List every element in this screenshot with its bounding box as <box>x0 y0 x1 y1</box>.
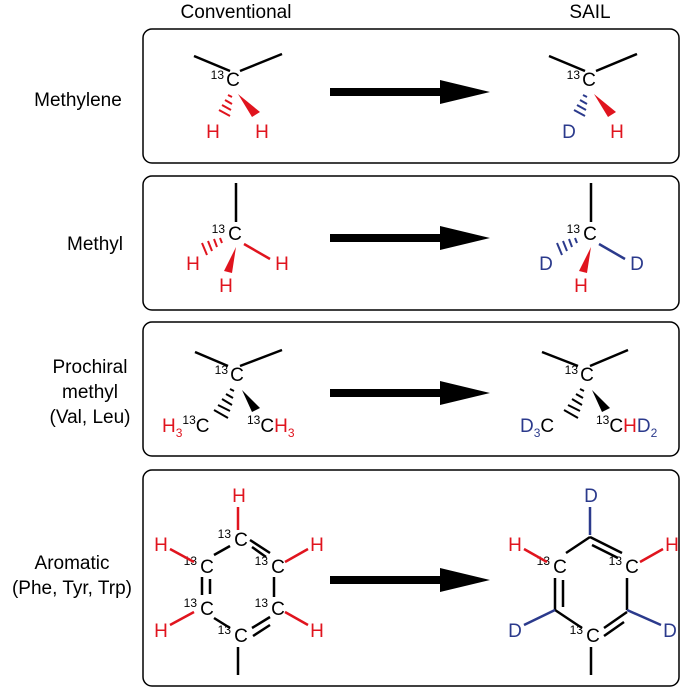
box-methyl <box>142 175 680 311</box>
box-methylene <box>142 28 680 164</box>
right-arrow-icon <box>330 80 490 104</box>
svg-text:13: 13 <box>609 554 623 568</box>
hydrogen-label: H <box>206 122 220 143</box>
methyl-group-label: 13CHD2 <box>596 413 658 440</box>
row-label-methyl: Methyl <box>67 234 123 255</box>
svg-text:D: D <box>663 621 677 642</box>
right-arrow-icon <box>330 226 490 250</box>
svg-text:C: C <box>271 557 285 578</box>
svg-text:C: C <box>586 626 600 647</box>
svg-text:13: 13 <box>218 527 232 541</box>
svg-text:D: D <box>630 254 644 275</box>
header-sail: SAIL <box>569 2 610 23</box>
svg-text:C: C <box>234 626 248 647</box>
row-label-methyl-2: methyl <box>62 382 118 403</box>
svg-text:H: H <box>508 535 522 556</box>
iso-label: 13 <box>211 68 225 82</box>
svg-text:C: C <box>553 557 567 578</box>
methylene-sail: 13 C D H <box>548 52 638 143</box>
svg-text:H: H <box>310 535 324 556</box>
svg-text:13: 13 <box>255 596 269 610</box>
prochiral-sail: 13 C D3C 13CHD2 <box>520 348 658 440</box>
svg-text:D: D <box>584 486 598 507</box>
aromatic-sail: D 13 C 13 C 13 C H H D D <box>508 486 679 675</box>
methylene-conventional: 13 C H H <box>193 52 283 143</box>
row-label-phe-tyr-trp: (Phe, Tyr, Trp) <box>12 578 132 599</box>
prochiral-conventional: 13 C H313C 13CH3 <box>162 348 295 440</box>
svg-text:C: C <box>580 365 594 386</box>
svg-text:H: H <box>154 535 168 556</box>
box-prochiral <box>142 321 680 457</box>
svg-text:13: 13 <box>215 363 229 377</box>
svg-text:C: C <box>200 599 214 620</box>
svg-text:C: C <box>271 599 285 620</box>
svg-text:C: C <box>228 224 242 245</box>
row-label-methylene: Methylene <box>34 90 122 111</box>
row-label-aromatic: Aromatic <box>35 553 110 574</box>
svg-text:H: H <box>574 276 588 297</box>
svg-text:13: 13 <box>567 68 581 82</box>
svg-text:D: D <box>508 621 522 642</box>
hydrogen-label: H <box>610 122 624 143</box>
svg-text:C: C <box>230 365 244 386</box>
svg-text:13: 13 <box>212 222 226 236</box>
svg-text:H: H <box>232 486 246 507</box>
svg-text:C: C <box>200 557 214 578</box>
methyl-sail: 13 C D D H <box>539 183 644 297</box>
methyl-group-label: H313C <box>162 413 210 440</box>
svg-text:D: D <box>539 254 553 275</box>
deuterium-label: D <box>562 122 576 143</box>
svg-text:C: C <box>234 530 248 551</box>
svg-text:C: C <box>582 70 596 91</box>
header-conventional: Conventional <box>181 2 292 23</box>
carbon-label: C <box>226 70 240 91</box>
svg-text:13: 13 <box>184 596 198 610</box>
svg-text:H: H <box>186 254 200 275</box>
svg-text:13: 13 <box>565 363 579 377</box>
row-label-prochiral: Prochiral <box>53 357 128 378</box>
right-arrow-icon <box>330 568 490 592</box>
svg-text:C: C <box>625 557 639 578</box>
methyl-group-label: 13CH3 <box>247 413 295 440</box>
svg-text:H: H <box>275 254 289 275</box>
row-label-val-leu: (Val, Leu) <box>50 407 131 428</box>
svg-text:H: H <box>154 621 168 642</box>
methyl-conventional: 13 C H H H <box>186 183 289 297</box>
aromatic-conventional: H 13 C 13 C 13 C 13 C 13 C 13 C H H H H <box>154 486 324 675</box>
svg-text:H: H <box>219 276 233 297</box>
svg-text:13: 13 <box>567 222 581 236</box>
svg-text:H: H <box>310 621 324 642</box>
svg-text:H: H <box>665 535 679 556</box>
svg-text:C: C <box>583 224 597 245</box>
box-aromatic <box>142 469 680 687</box>
methyl-group-label: D3C <box>520 416 554 440</box>
hydrogen-label: H <box>255 122 269 143</box>
right-arrow-icon <box>330 381 490 405</box>
